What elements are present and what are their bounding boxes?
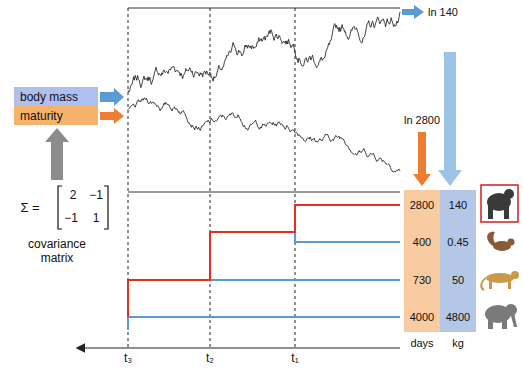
value-label: ln 2800: [404, 114, 440, 127]
random-walk: [128, 12, 400, 92]
random-walk: [128, 98, 400, 172]
variable-name: body mass: [20, 90, 78, 104]
matrix-symbol: Σ =: [20, 201, 39, 216]
variable-box: body mass: [14, 87, 98, 106]
variable-box: maturity: [14, 106, 98, 125]
value-label: ln 140: [428, 6, 458, 19]
days-column: [404, 190, 440, 332]
unit-label: days: [410, 337, 433, 350]
elephant-icon: [485, 304, 517, 329]
time-label: t₁: [291, 352, 298, 366]
matrix-bracket: [58, 186, 108, 229]
phylogeny-step: [128, 205, 400, 330]
time-axis: [78, 347, 400, 348]
time-label: t₃: [124, 352, 132, 366]
kg-column: [440, 190, 476, 332]
gorilla-icon: [487, 189, 514, 219]
table-cell: 0.45: [447, 236, 468, 249]
matrix-entry: 1: [93, 212, 100, 226]
table-cell: 50: [452, 274, 464, 287]
table-cell: 400: [413, 236, 431, 249]
table-cell: 730: [413, 274, 431, 287]
matrix-entry: −1: [89, 189, 103, 203]
matrix-entry: 2: [70, 189, 77, 203]
selected-frame: [481, 185, 518, 222]
caption-text: covariance matrix: [21, 238, 93, 266]
time-label: t₂: [206, 352, 214, 366]
frame-line: [128, 192, 400, 193]
time-marker: [128, 8, 295, 348]
table-cell: 4000: [410, 311, 434, 324]
frame-line: [128, 8, 400, 9]
unit-label: kg: [452, 337, 464, 350]
squirrel-icon: [487, 232, 514, 251]
table-cell: 140: [449, 199, 467, 212]
output-arrow: [402, 5, 462, 186]
matrix-entry: −1: [64, 212, 78, 226]
table-cell: 2800: [410, 199, 434, 212]
variable-name: maturity: [20, 109, 63, 123]
table-cell: 4800: [446, 311, 470, 324]
leopard-icon: [481, 271, 519, 290]
